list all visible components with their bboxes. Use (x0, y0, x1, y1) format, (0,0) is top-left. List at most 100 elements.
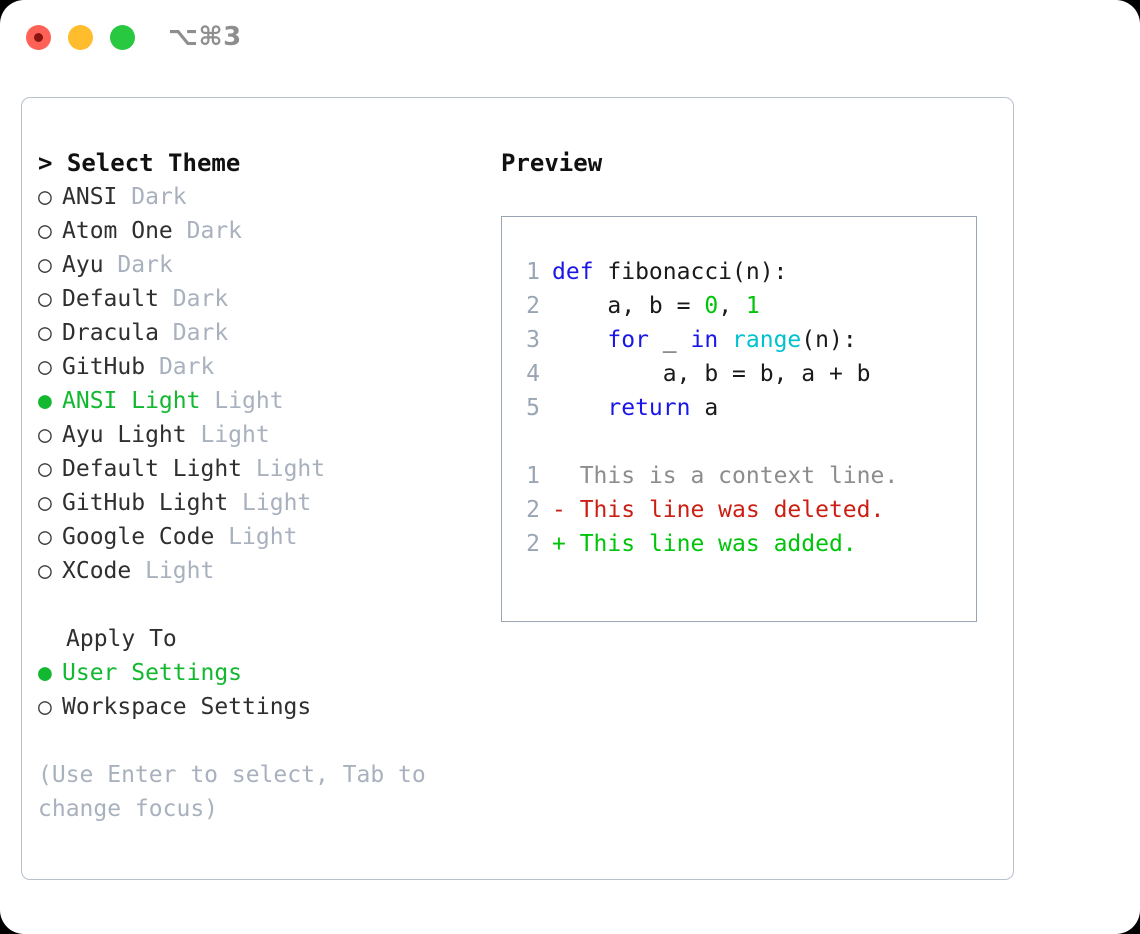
code-token (552, 327, 607, 353)
theme-kind-label: Light (255, 456, 326, 482)
theme-list-item[interactable]: ○ Google Code Light (38, 520, 478, 554)
theme-list-item[interactable]: ○ GitHub Dark (38, 350, 478, 384)
theme-name: GitHub (62, 354, 146, 380)
close-button-icon[interactable] (26, 25, 51, 50)
line-number: 1 (526, 259, 540, 285)
theme-list-item[interactable]: ○ ANSI Dark (38, 180, 478, 214)
diff-marker: - (552, 497, 580, 523)
theme-name: Default Light (62, 456, 243, 482)
apply-to-options[interactable]: ●User Settings ○ Workspace Settings (38, 656, 478, 724)
minimize-button-icon[interactable] (68, 25, 93, 50)
apply-to-option[interactable]: ○ Workspace Settings (38, 690, 478, 724)
theme-kind-label: Dark (186, 218, 243, 244)
theme-list-item[interactable]: ○ Dracula Dark (38, 316, 478, 350)
diff-sample: 1 This is a context line.2- This line wa… (514, 459, 976, 561)
theme-list-item[interactable]: ○ Default Light Light (38, 452, 478, 486)
code-token: a, b = b, a + b (552, 361, 871, 387)
radio-selected-icon: ● (38, 388, 52, 414)
code-line: 5 return a (514, 391, 976, 425)
preview-heading: Preview (501, 149, 603, 177)
theme-list[interactable]: ○ANSI Dark○Atom One Dark○Ayu Dark○Defaul… (38, 180, 478, 588)
radio-unselected-icon: ○ (38, 252, 52, 278)
theme-kind-label: Light (214, 388, 284, 414)
maximize-button-icon[interactable] (110, 25, 135, 50)
line-number: 4 (526, 361, 540, 387)
theme-name: Ayu (62, 252, 104, 278)
theme-name: Default (62, 286, 159, 312)
radio-unselected-icon: ○ (38, 694, 52, 720)
title-bar: ⌥⌘3 (0, 0, 1140, 78)
theme-selector-column: > Select Theme ○ANSI Dark○Atom One Dark○… (38, 146, 478, 826)
theme-list-item[interactable]: ● ANSI Light Light (38, 384, 478, 418)
code-line: 4 a, b = b, a + b (514, 357, 976, 391)
line-number: 2 (526, 293, 540, 319)
radio-unselected-icon: ○ (38, 456, 52, 482)
diff-marker: + (552, 531, 580, 557)
code-token: 0 (704, 293, 719, 319)
spacer (38, 588, 478, 622)
line-number: 2 (526, 497, 540, 523)
code-token: in (690, 327, 719, 353)
radio-unselected-icon: ○ (38, 558, 52, 584)
theme-kind-label: Light (200, 422, 270, 448)
theme-name: Google Code (62, 524, 215, 550)
apply-to-option[interactable]: ●User Settings (38, 656, 478, 690)
code-token: return (607, 395, 691, 421)
theme-kind-label: Dark (172, 320, 229, 346)
theme-name: Atom One (62, 218, 173, 244)
radio-unselected-icon: ○ (38, 490, 52, 516)
theme-list-item[interactable]: ○ Atom One Dark (38, 214, 478, 248)
code-token: range (732, 327, 802, 353)
diff-marker (552, 463, 580, 489)
spacer (514, 425, 976, 459)
diff-text: This is a context line. (579, 463, 899, 489)
theme-name: GitHub Light (62, 490, 229, 516)
keyboard-shortcut-label: ⌥⌘3 (168, 22, 242, 52)
theme-kind-label: Dark (158, 354, 215, 380)
theme-list-item[interactable]: ○ Ayu Dark (38, 248, 478, 282)
theme-name: Ayu Light (62, 422, 187, 448)
theme-list-item[interactable]: ○GitHub Light Light (38, 486, 478, 520)
keyboard-hint-text: (Use Enter to select, Tab to change focu… (38, 762, 426, 822)
code-token (718, 327, 732, 353)
diff-line: 2+ This line was added. (514, 527, 976, 561)
theme-name: XCode (62, 558, 132, 584)
theme-name: ANSI Light (62, 388, 201, 414)
radio-unselected-icon: ○ (38, 524, 52, 550)
theme-list-item[interactable]: ○ XCode Light (38, 554, 478, 588)
code-token: def (552, 259, 594, 285)
radio-unselected-icon: ○ (38, 354, 52, 380)
line-number: 5 (526, 395, 540, 421)
code-token: (n): (801, 327, 857, 353)
window-controls (26, 25, 135, 50)
code-token: for (607, 327, 649, 353)
radio-unselected-icon: ○ (38, 184, 52, 210)
theme-kind-label: Dark (131, 184, 187, 210)
theme-list-item[interactable]: ○ Ayu Light Light (38, 418, 478, 452)
code-token: a (690, 395, 719, 421)
radio-unselected-icon: ○ (38, 320, 52, 346)
radio-unselected-icon: ○ (38, 218, 52, 244)
theme-kind-label: Light (228, 524, 298, 550)
code-token: a, b = (552, 293, 705, 319)
record-dot-icon (34, 33, 43, 42)
theme-name: Dracula (62, 320, 159, 346)
theme-name: ANSI (62, 184, 118, 210)
code-token: 1 (745, 293, 760, 319)
line-number: 2 (526, 531, 540, 557)
diff-text: This line was deleted. (579, 497, 885, 523)
diff-line: 2- This line was deleted. (514, 493, 976, 527)
apply-to-label: Workspace Settings (62, 694, 312, 720)
radio-selected-icon: ● (38, 660, 52, 686)
main-panel: > Select Theme ○ANSI Dark○Atom One Dark○… (21, 97, 1014, 880)
theme-kind-label: Dark (172, 286, 229, 312)
code-token: fibonacci(n): (593, 259, 788, 285)
code-line: 2 a, b = 0, 1 (514, 289, 976, 323)
theme-list-item[interactable]: ○Default Dark (38, 282, 478, 316)
select-theme-heading: > Select Theme (38, 149, 241, 177)
radio-unselected-icon: ○ (38, 422, 52, 448)
theme-kind-label: Dark (117, 252, 173, 278)
theme-kind-label: Light (145, 558, 215, 584)
